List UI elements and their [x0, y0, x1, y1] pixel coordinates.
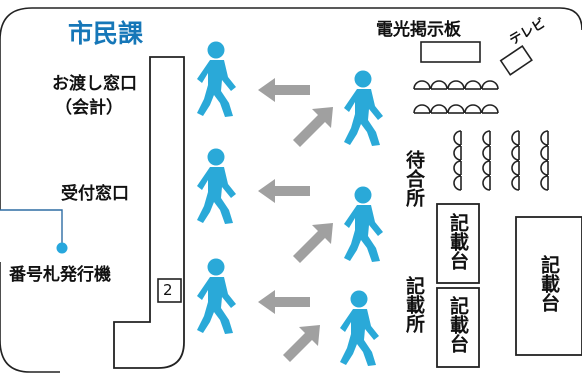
counter-payment-sublabel: （会計） [55, 98, 123, 118]
arrow-up-right-icon [293, 107, 333, 147]
person-icon [344, 186, 383, 262]
arrow-left-icon [258, 78, 310, 102]
counter-payment-label: お渡し窓口 [52, 74, 137, 94]
room-outline-left [0, 262, 60, 373]
window-number-box [157, 278, 182, 303]
arrow-up-right-icon [293, 223, 333, 263]
ticket-machine-dot [56, 242, 68, 254]
arrows-left [258, 78, 310, 314]
writing-desk-label: 記載台 [538, 255, 560, 312]
writing-desk-label: 記載台 [447, 296, 469, 353]
window-number: 2 [163, 281, 173, 299]
writing-desk-label: 記載台 [447, 213, 469, 270]
chair-row-2 [413, 104, 499, 114]
page-title: 市民課 [68, 19, 144, 48]
writing-desk-3 [515, 216, 582, 356]
display-board [420, 41, 481, 63]
chair-columns [453, 130, 549, 191]
display-board-label: 電光掲示板 [376, 20, 461, 40]
reception-counter-label: 受付窓口 [61, 184, 129, 204]
person-icon [344, 70, 383, 146]
person-icon [197, 148, 236, 224]
writing-desk-2 [436, 287, 480, 368]
counter-outline [113, 56, 185, 369]
person-icon [197, 258, 236, 334]
writing-desk-1 [436, 203, 480, 284]
arrow-left-icon [258, 179, 310, 203]
ticket-machine-label: 番号札発行機 [9, 265, 111, 285]
person-icon [197, 41, 236, 117]
ticket-machine-line [0, 209, 63, 246]
arrow-left-icon [258, 290, 310, 314]
writing-area-label: 記載所 [403, 276, 425, 333]
room-outline [0, 7, 582, 210]
arrow-up-right-icon [283, 325, 320, 362]
person-icon [340, 290, 379, 366]
tv-icon [499, 44, 533, 76]
waiting-area-label: 待合所 [403, 150, 425, 207]
chair-row-1 [413, 80, 499, 90]
arrows-diagonal [283, 107, 333, 362]
